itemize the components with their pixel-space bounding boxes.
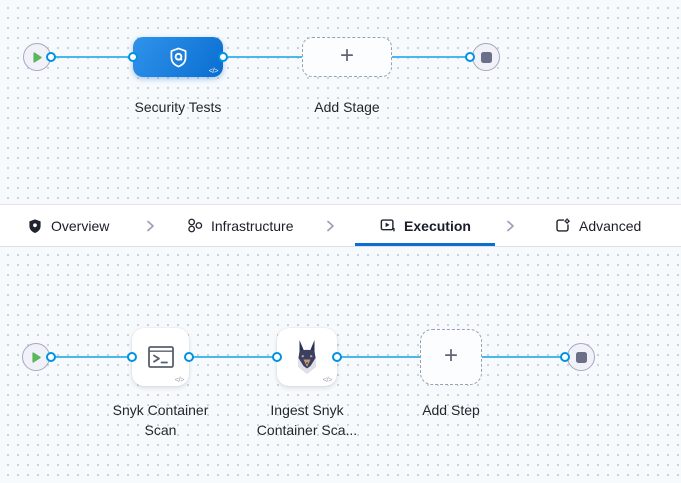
- gear-square-icon: [554, 217, 571, 234]
- stage-security-tests[interactable]: </>: [133, 37, 223, 77]
- snyk-dog-icon: [289, 337, 325, 377]
- step-canvas: </> </> +: [0, 247, 681, 483]
- chevron-right-icon: [323, 205, 337, 246]
- step-ingest-snyk[interactable]: </>: [277, 328, 337, 386]
- step-start-node: [22, 343, 50, 371]
- plus-icon: +: [443, 342, 458, 369]
- add-stage-button[interactable]: +: [302, 37, 392, 77]
- chevron-right-icon: [143, 205, 157, 246]
- tab-label: Advanced: [579, 217, 642, 234]
- stage-config-tabbar: Overview Infrastructure: [0, 204, 681, 247]
- add-step-label: Add Step: [422, 402, 480, 418]
- step-end-node: [567, 343, 595, 371]
- connector-dot: [560, 352, 570, 362]
- step-code-badge: </>: [322, 375, 333, 384]
- stage-code-badge: </>: [208, 66, 219, 75]
- connector-dot: [465, 52, 475, 62]
- connector-dot: [218, 52, 228, 62]
- add-step-button[interactable]: +: [420, 329, 482, 385]
- stage-flow-line: [37, 56, 486, 58]
- connector-dot: [127, 352, 137, 362]
- pipeline-end-node: [472, 43, 500, 71]
- connector-dot: [184, 352, 194, 362]
- play-icon: [30, 351, 42, 364]
- stage-canvas: </> + Security Tests Add Stage: [0, 0, 681, 204]
- tab-infrastructure[interactable]: Infrastructure: [186, 205, 293, 246]
- step-label: Snyk Container Scan: [112, 402, 209, 438]
- step-code-badge: </>: [174, 375, 185, 384]
- step-snyk-container-scan[interactable]: </>: [132, 328, 189, 386]
- play-icon: [31, 51, 43, 64]
- stop-icon: [575, 351, 587, 363]
- tab-label: Overview: [51, 217, 110, 234]
- step-label: Ingest Snyk Container Sca...: [256, 402, 358, 438]
- chevron-right-icon: [503, 205, 517, 246]
- add-stage-label: Add Stage: [314, 99, 380, 115]
- connector-dot: [46, 52, 56, 62]
- plus-icon: +: [339, 42, 354, 69]
- tab-label: Infrastructure: [211, 217, 294, 234]
- stop-icon: [480, 51, 492, 63]
- shield-icon: [27, 218, 43, 234]
- connector-dot: [332, 352, 342, 362]
- connector-dot: [272, 352, 282, 362]
- tab-execution[interactable]: Execution: [355, 205, 495, 246]
- play-square-icon: [379, 217, 396, 234]
- tab-advanced[interactable]: Advanced: [554, 205, 641, 246]
- nodes-icon: [186, 217, 203, 234]
- tab-label: Execution: [404, 217, 471, 234]
- stage-label: Security Tests: [134, 99, 222, 115]
- tab-overview[interactable]: Overview: [27, 205, 109, 246]
- connector-dot: [46, 352, 56, 362]
- active-tab-underline: [355, 243, 495, 246]
- connector-dot: [128, 52, 138, 62]
- shield-scan-icon: [167, 46, 190, 69]
- terminal-icon: [145, 342, 177, 372]
